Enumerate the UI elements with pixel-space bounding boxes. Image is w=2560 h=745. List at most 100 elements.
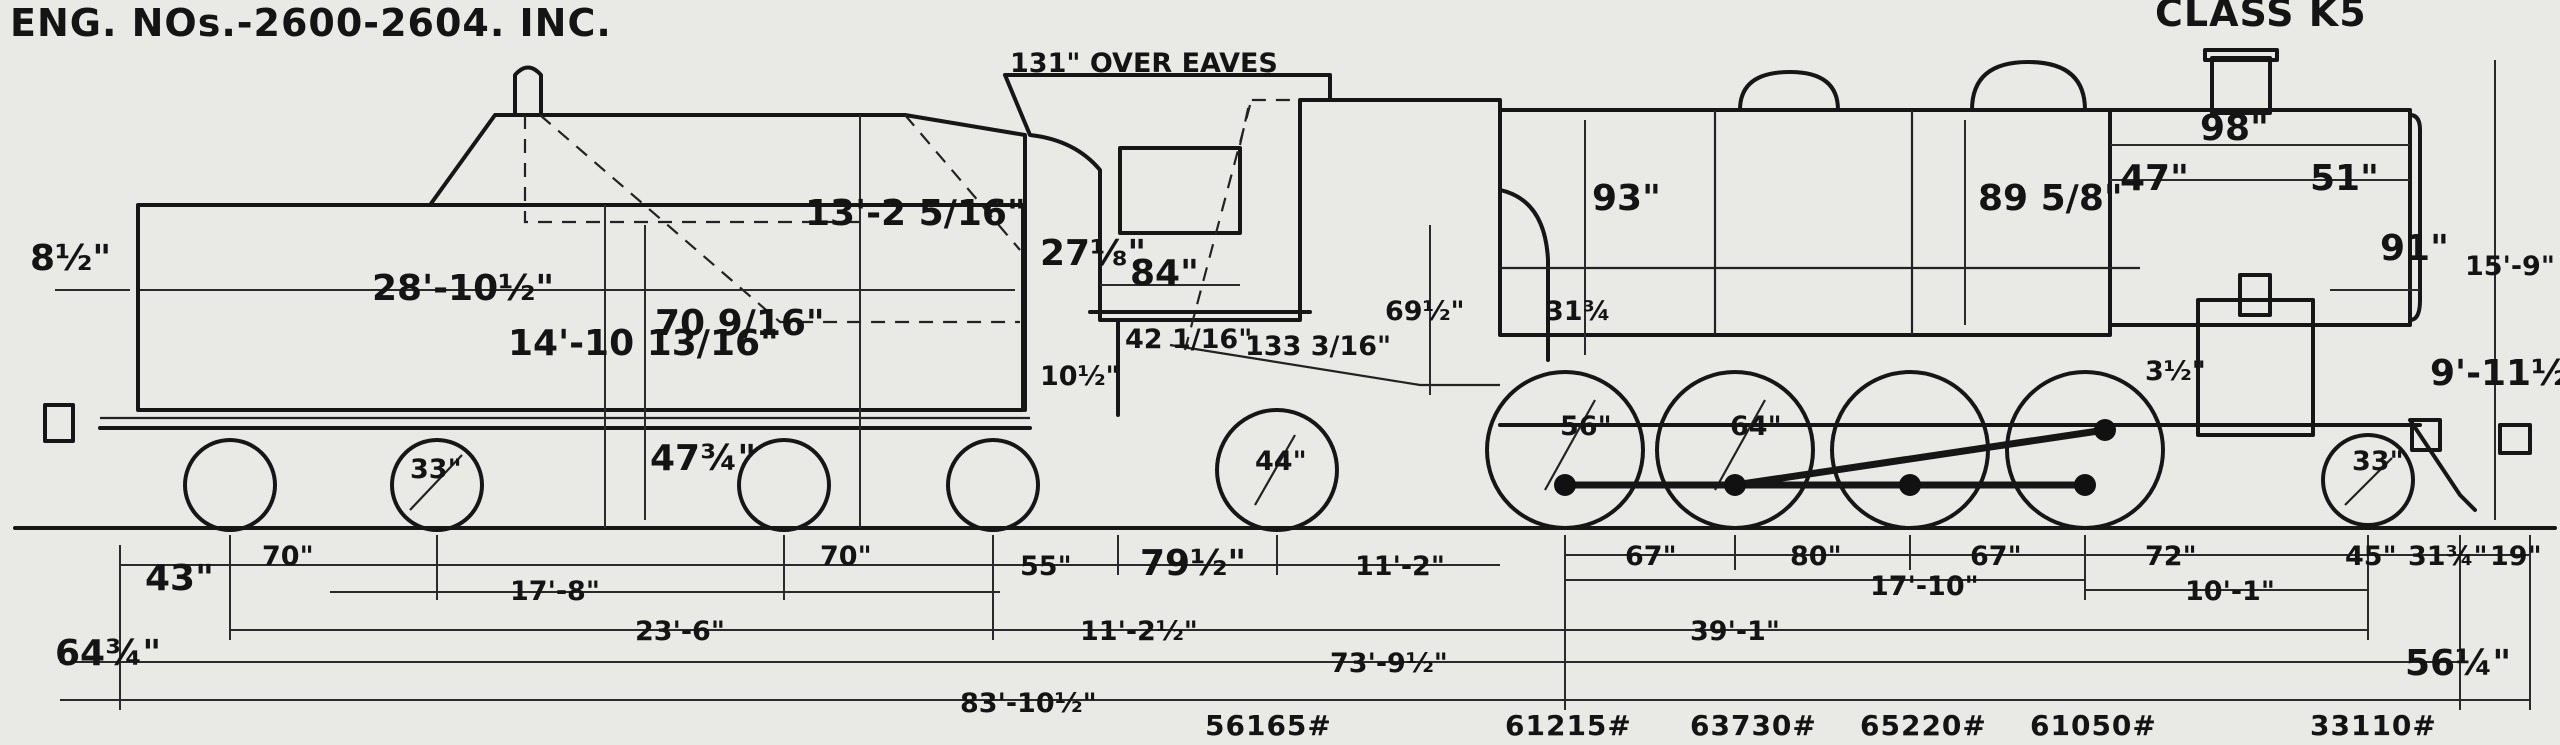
tender-frame-height-label: 14'-10 13/16"	[508, 323, 779, 364]
dia-69-label: 69½"	[1385, 296, 1465, 327]
tender	[43, 65, 1040, 532]
dim-72-label: 72"	[2145, 541, 2197, 572]
dim-64-label: 64¾"	[55, 633, 161, 674]
driver-2-dia-line	[1714, 399, 1766, 491]
tender-wheel-1	[183, 438, 277, 532]
dim-10-1-label: 10'-1"	[2185, 576, 2275, 607]
axle-weight-3: 63730#	[1690, 709, 1817, 742]
smokestack-cap	[2203, 48, 2279, 62]
smokestack	[2210, 56, 2272, 115]
dim-39-1-label: 39'-1"	[1690, 616, 1780, 647]
cylinder-small-label: 3½"	[2145, 356, 2206, 387]
cab	[1003, 73, 1500, 417]
dim-70a-label: 70"	[262, 541, 314, 572]
dim-73-9-label: 73'-9½"	[1330, 648, 1448, 679]
engine-wheels	[1215, 370, 2415, 532]
driver-wheel-2	[1655, 370, 1815, 530]
steam-dome-1	[1738, 70, 1840, 112]
driver-1-dia-label: 56"	[1560, 411, 1612, 442]
dim-56-label: 56¼"	[2405, 643, 2511, 684]
tender-back-depth-label: 13'-2 5/16"	[805, 193, 1026, 234]
over-eaves-label: 131" OVER EAVES	[1010, 48, 1278, 79]
deck-height-label: 47¾"	[650, 438, 756, 479]
crank-pin-3	[1899, 474, 1921, 496]
dim-45-label: 45"	[2345, 541, 2397, 572]
sand-box	[2238, 273, 2272, 317]
smokebox	[2108, 108, 2412, 327]
dim-19-label: 19"	[2490, 541, 2542, 572]
tender-slope-line	[539, 114, 1020, 324]
boiler	[1328, 48, 2532, 512]
front-47-label: 47"	[2120, 158, 2189, 199]
tender-height-left-label: 8½"	[30, 238, 111, 279]
axle-weight-1: 56165#	[1205, 709, 1332, 742]
cylinder-center-label: 9'-11½"	[2430, 353, 2560, 394]
dim-11-2-label: 11'-2"	[1355, 551, 1445, 582]
crosshead-pin	[2094, 419, 2116, 441]
front-buffer	[2498, 423, 2532, 455]
step-height-label: 10½"	[1040, 361, 1120, 392]
dim-17-10-label: 17'-10"	[1870, 571, 1979, 602]
tender-wheel-dia-line	[409, 454, 463, 511]
pilot-wheel-dia-line	[2344, 457, 2393, 506]
crank-pin-2	[1724, 474, 1746, 496]
cab-door-dashed	[1183, 98, 1300, 351]
axle-weight-6: 33110#	[2310, 709, 2437, 742]
height-93-label: 93"	[1592, 178, 1661, 219]
tank-depth-label: 70 9/16"	[655, 303, 825, 344]
dim-43-label: 43"	[145, 558, 214, 599]
window-offset-label: 27⅛"	[1040, 233, 1146, 274]
engine-numbers-title: ENG. NOs.-2600-2604. INC.	[10, 1, 612, 45]
dim-11-2-5-label: 11'-2½"	[1080, 616, 1198, 647]
dimension-lines	[55, 60, 2531, 710]
dim-55-label: 55"	[1020, 551, 1072, 582]
crank-pin-1	[1554, 474, 1576, 496]
tender-wheel-2	[390, 438, 484, 532]
dim-23-6-label: 23'-6"	[635, 616, 725, 647]
driver-1-dia-line	[1544, 399, 1596, 491]
cab-window	[1118, 146, 1242, 235]
driver-wheel-4	[2005, 370, 2165, 530]
pilot-wheel	[2321, 433, 2415, 527]
tender-inner-length-label: 28'-10½"	[372, 268, 554, 309]
dim-79-label: 79½"	[1140, 543, 1246, 584]
offset-31-label: 31¾	[1545, 296, 1611, 327]
tender-wheel-dia-label: 33"	[410, 454, 462, 485]
smokebox-front	[2408, 113, 2422, 322]
cab-width-label: 84"	[1130, 253, 1199, 294]
class-label: CLASS K5	[2155, 0, 2367, 35]
tender-wheel-4	[946, 438, 1040, 532]
firebox-length-label: 133 3/16"	[1245, 331, 1391, 362]
tender-coupler	[43, 403, 75, 443]
trailing-wheel-dia-label: 44"	[1255, 446, 1307, 477]
driver-wheel-1	[1485, 370, 1645, 530]
dim-67b-label: 67"	[1970, 541, 2022, 572]
front-coupler	[2410, 418, 2442, 452]
trailing-wheel-dia-line	[1254, 434, 1296, 506]
axle-weight-5: 61050#	[2030, 709, 2157, 742]
dome-height-label: 89 5/8"	[1978, 178, 2123, 219]
smokebox-91-label: 91"	[2380, 228, 2449, 269]
side-rods	[1561, 426, 2109, 489]
tender-back-slope	[904, 114, 1021, 251]
dim-80-label: 80"	[1790, 541, 1842, 572]
fire-door-label: 42 1/16"	[1125, 324, 1252, 355]
dim-31-label: 31¾"	[2408, 541, 2488, 572]
cylinder	[2196, 298, 2315, 437]
driver-2-dia-label: 64"	[1730, 411, 1782, 442]
firebox-bottom-line	[1169, 343, 1500, 387]
tender-vent	[513, 65, 543, 117]
trailing-truck-wheel	[1215, 408, 1339, 532]
front-51-label: 51"	[2310, 158, 2379, 199]
pilot	[2408, 418, 2477, 512]
dim-70b-label: 70"	[820, 541, 872, 572]
dim-67a-label: 67"	[1625, 541, 1677, 572]
tender-wheel-3	[737, 438, 831, 532]
overall-height-label: 15'-9"	[2465, 251, 2555, 282]
tender-coal-line	[523, 115, 860, 224]
front-98-label: 98"	[2200, 108, 2269, 149]
pilot-wheel-dia-label: 33"	[2352, 446, 2404, 477]
crank-pin-4	[2074, 474, 2096, 496]
